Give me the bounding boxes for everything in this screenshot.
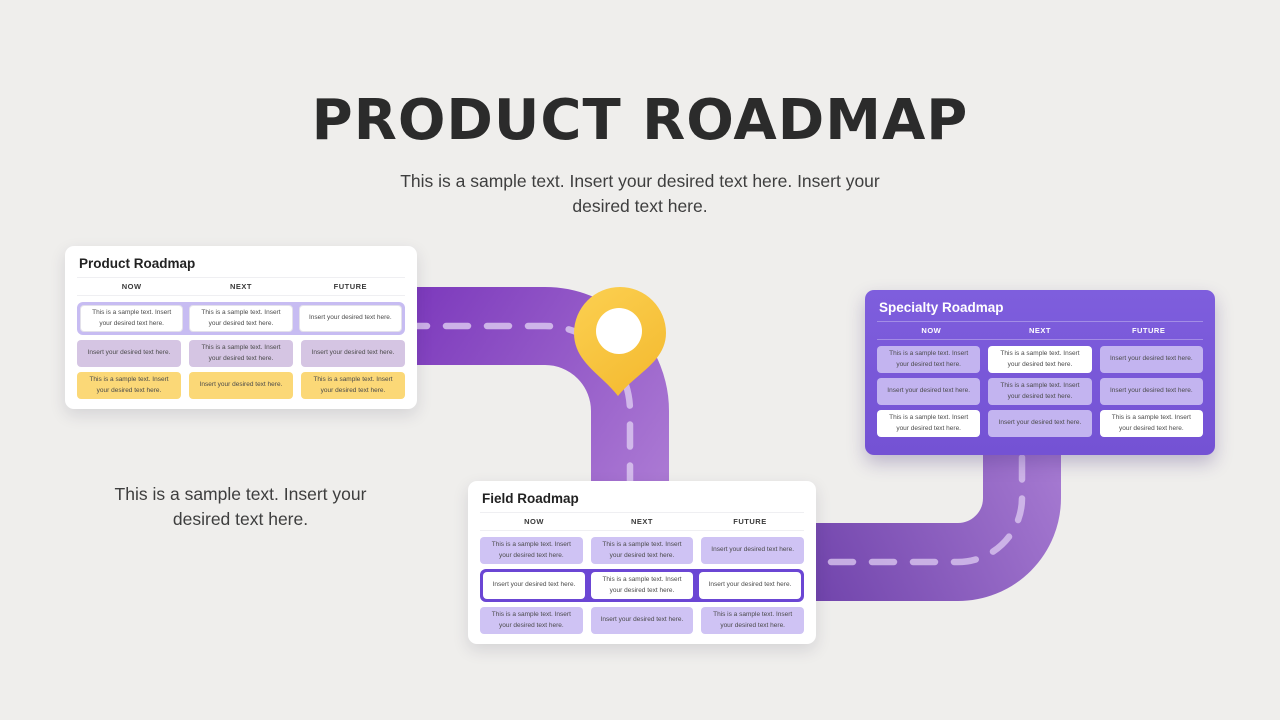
roadmap-cell: This is a sample text. Insert your desir… [701, 607, 804, 634]
roadmap-cell: This is a sample text. Insert your desir… [189, 305, 293, 332]
roadmap-cell: Insert your desired text here. [77, 340, 181, 367]
column-headers: NOW NEXT FUTURE [77, 277, 405, 296]
column-header: NOW [121, 282, 142, 291]
roadmap-row: This is a sample text. Insert your desir… [877, 410, 1203, 437]
roadmap-cell: Insert your desired text here. [699, 572, 801, 599]
card-title: Product Roadmap [79, 256, 196, 271]
roadmap-cell: This is a sample text. Insert your desir… [591, 572, 693, 599]
roadmap-row: Insert your desired text here. This is a … [877, 378, 1203, 405]
roadmap-cell: This is a sample text. Insert your desir… [480, 537, 583, 564]
roadmap-row: This is a sample text. Insert your desir… [877, 346, 1203, 373]
column-headers: NOW NEXT FUTURE [877, 321, 1203, 340]
roadmap-cell: This is a sample text. Insert your desir… [77, 372, 181, 399]
roadmap-cell: Insert your desired text here. [1099, 378, 1203, 405]
roadmap-row: Insert your desired text here.This is a … [480, 569, 804, 602]
roadmap-cell: Insert your desired text here. [189, 372, 293, 399]
roadmap-cell: Insert your desired text here. [298, 305, 402, 332]
roadmap-cell: This is a sample text. Insert your desir… [877, 346, 981, 373]
roadmap-cell: Insert your desired text here. [988, 410, 1092, 437]
roadmap-cell: Insert your desired text here. [590, 607, 694, 634]
field-roadmap-card: Field Roadmap NOW NEXT FUTURE This is a sa… [468, 481, 816, 644]
column-header: NEXT [229, 282, 252, 291]
roadmap-cell: This is a sample text. Insert your desir… [1099, 410, 1203, 437]
card-title: Specialty Roadmap [879, 300, 1004, 315]
roadmap-cell: This is a sample text. Insert your desir… [590, 537, 694, 564]
card-rows: This is a sample text. Insert your desir… [877, 346, 1203, 437]
roadmap-cell: This is a sample text. Insert your desir… [877, 410, 981, 437]
roadmap-cell: Insert your desired text here. [701, 537, 804, 564]
card-title: Field Roadmap [482, 491, 579, 506]
roadmap-cell: This is a sample text. Insert your desir… [988, 346, 1092, 373]
specialty-roadmap-card: Specialty Roadmap NOW NEXT FUTURE This is … [865, 290, 1215, 455]
roadmap-row: This is a sample text. Insert your desir… [77, 372, 405, 399]
column-header: NOW [921, 326, 942, 335]
roadmap-cell: Insert your desired text here. [1099, 346, 1203, 373]
column-header: NEXT [630, 517, 653, 526]
card-rows: This is a sample text. Insert your desir… [77, 302, 405, 399]
roadmap-row: Insert your desired text here. This is a … [77, 340, 405, 367]
column-header: NOW [524, 517, 544, 526]
roadmap-row: This is a sample text. Insert your desir… [480, 537, 804, 564]
roadmap-row: This is a sample text. Insert your desir… [480, 607, 804, 634]
roadmap-cell: This is a sample text. Insert your desir… [189, 340, 293, 367]
slide-header: PRODUCT ROADMAP This is a sample text. I… [0, 88, 1280, 220]
column-header: FUTURE [333, 282, 368, 291]
roadmap-cell: Insert your desired text here. [483, 572, 585, 599]
product-roadmap-card: Product Roadmap NOW NEXT FUTURE This is a … [65, 246, 417, 409]
roadmap-cell: Insert your desired text here. [877, 378, 981, 405]
roadmap-cell: This is a sample text. Insert your desir… [480, 607, 583, 634]
card-rows: This is a sample text. Insert your desir… [480, 537, 804, 634]
location-pin-icon [574, 287, 666, 396]
column-header: FUTURE [1131, 326, 1166, 335]
roadmap-cell: This is a sample text. Insert your desir… [988, 378, 1092, 405]
column-header: NEXT [1028, 326, 1051, 335]
side-note: This is a sample text. Insert your desir… [114, 484, 367, 530]
column-header: FUTURE [733, 517, 767, 526]
roadmap-cell: This is a sample text. Insert your desir… [301, 372, 405, 399]
roadmap-row: This is a sample text. Insert your desir… [77, 302, 405, 335]
roadmap-cell: This is a sample text. Insert your desir… [80, 305, 184, 332]
roadmap-cell: Insert your desired text here. [301, 340, 405, 367]
column-headers: NOW NEXT FUTURE [480, 512, 804, 531]
slide-subtitle: This is a sample text. Insert your desir… [400, 171, 880, 217]
page-title: PRODUCT ROADMAP [311, 88, 969, 153]
